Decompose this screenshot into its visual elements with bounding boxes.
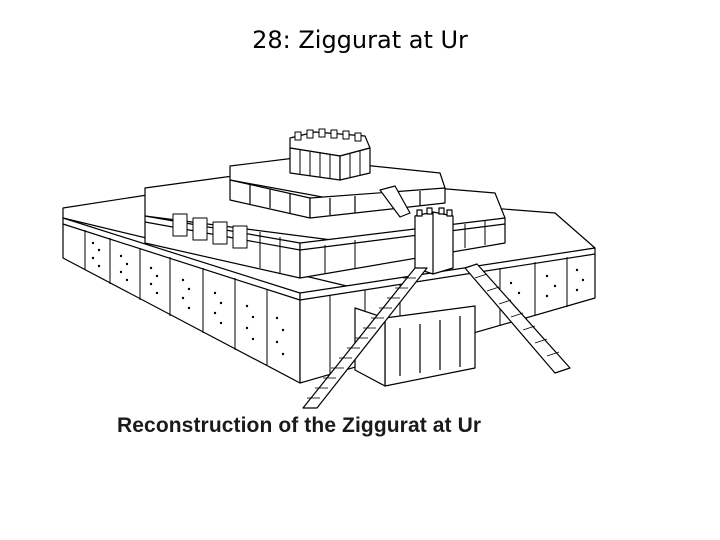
central-stairway [302,185,428,409]
shrine [289,128,371,181]
gate-tower [414,207,454,275]
ziggurat-illustration [55,118,615,418]
figure-caption: Reconstruction of the Ziggurat at Ur [117,414,482,437]
slide-title: 28: Ziggurat at Ur [252,26,468,54]
right-stairway [464,263,571,374]
